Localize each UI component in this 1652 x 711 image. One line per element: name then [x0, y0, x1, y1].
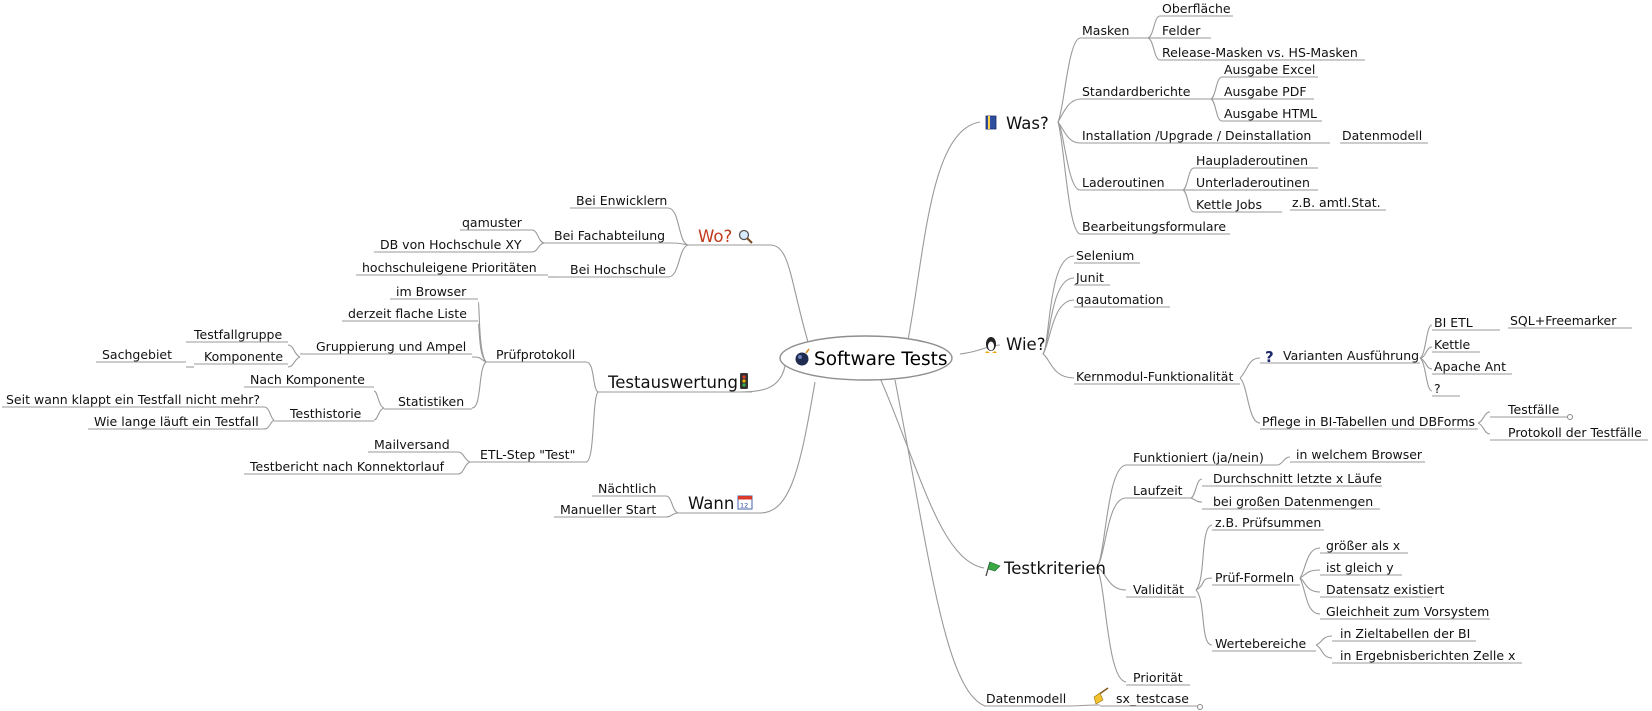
node-datenmodell-was: Datenmodell	[1342, 128, 1422, 143]
node-laufzeit: Laufzeit	[1133, 483, 1183, 498]
node-gleich-y: ist gleich y	[1326, 560, 1394, 575]
branch-testkriterien[interactable]: Testkriterien Funktioniert (ja/nein) in …	[985, 447, 1522, 686]
node-wie-lange: Wie lange läuft ein Testfall	[94, 414, 259, 429]
node-sql-freemarker: SQL+Freemarker	[1510, 313, 1617, 328]
node-laderoutinen: Laderoutinen	[1082, 175, 1165, 190]
branch-testauswertung[interactable]: Testauswertung Prüfprotokoll im Browser …	[2, 284, 752, 475]
node-komponente: Komponente	[204, 349, 283, 364]
branch-wann[interactable]: Wann 12 Nächtlich Manueller Start	[554, 481, 760, 518]
edges	[186, 15, 1491, 707]
node-amtl-stat: z.B. amtl.Stat.	[1292, 195, 1381, 210]
node-wo: Wo?	[698, 227, 732, 246]
node-ausgabe-html: Ausgabe HTML	[1224, 106, 1317, 121]
node-mailversand: Mailversand	[374, 437, 450, 452]
node-kernmodul: Kernmodul-Funktionalität	[1076, 369, 1233, 384]
node-ausgabe-pdf: Ausgabe PDF	[1224, 84, 1307, 99]
node-pflege: Pflege in BI-Tabellen und DBForms	[1262, 414, 1475, 429]
node-statistiken: Statistiken	[398, 394, 464, 409]
node-question: ?	[1434, 381, 1441, 396]
node-gleichheit-vorsystem: Gleichheit zum Vorsystem	[1326, 604, 1489, 619]
node-sachgebiet: Sachgebiet	[102, 347, 172, 362]
bomb-icon	[795, 348, 810, 366]
node-bearbeitungsformulare: Bearbeitungsformulare	[1082, 219, 1226, 234]
branch-wo[interactable]: Wo? Bei Enwicklern Bei Fachabteilung qam…	[356, 193, 770, 278]
node-datenmodell: Datenmodell	[986, 691, 1066, 706]
question-icon: ?	[1265, 348, 1274, 366]
node-junit: Junit	[1075, 270, 1104, 285]
node-wie: Wie?	[1006, 335, 1045, 354]
root-label: Software Tests	[814, 349, 948, 370]
node-pruefprotokoll: Prüfprotokoll	[496, 347, 575, 362]
node-etl-step: ETL-Step "Test"	[480, 447, 575, 462]
node-haupladeroutinen: Haupladeroutinen	[1196, 153, 1308, 168]
node-groesser-x: größer als x	[1326, 538, 1400, 553]
node-masken: Masken	[1082, 23, 1129, 38]
broom-icon	[1093, 687, 1109, 705]
node-testkriterien: Testkriterien	[1003, 559, 1106, 578]
flag-icon	[985, 561, 1001, 577]
node-installation: Installation /Upgrade / Deinstallation	[1082, 128, 1311, 143]
node-durchschnitt: Durchschnitt letzte x Läufe	[1213, 471, 1382, 486]
svg-text:12: 12	[740, 502, 748, 510]
node-selenium: Selenium	[1076, 248, 1134, 263]
node-was: Was?	[1006, 114, 1049, 133]
node-ergebnisberichten: in Ergebnisberichten Zelle x	[1340, 648, 1515, 663]
node-ausgabe-excel: Ausgabe Excel	[1224, 62, 1315, 77]
node-pruef-formeln: Prüf-Formeln	[1215, 570, 1294, 585]
node-kettle-jobs: Kettle Jobs	[1196, 197, 1262, 212]
node-datensatz-existiert: Datensatz existiert	[1326, 582, 1444, 597]
node-unterladeroutinen: Unterladeroutinen	[1196, 175, 1310, 190]
node-seit-wann: Seit wann klappt ein Testfall nicht mehr…	[6, 392, 260, 407]
node-oberflaeche: Oberfläche	[1162, 1, 1231, 16]
penguin-icon	[985, 337, 997, 353]
node-pruefsummen: z.B. Prüfsummen	[1215, 515, 1321, 530]
node-testhistorie: Testhistorie	[289, 406, 362, 421]
node-protokoll-testfaelle: Protokoll der Testfälle	[1508, 425, 1642, 440]
calendar-icon: 12	[737, 495, 753, 510]
branch-was[interactable]: Was? Masken Oberfläche Felder Release-Ma…	[985, 1, 1428, 235]
node-sx-testcase: sx_testcase	[1116, 691, 1189, 706]
branch-datenmodell[interactable]: Datenmodell sx_testcase	[984, 687, 1203, 710]
node-wertebereiche: Wertebereiche	[1215, 636, 1306, 651]
node-testfallgruppe: Testfallgruppe	[193, 327, 282, 342]
node-flache-liste: derzeit flache Liste	[348, 306, 467, 321]
node-bei-entwicklern: Bei Enwicklern	[576, 193, 667, 208]
node-naechtlich: Nächtlich	[598, 481, 656, 496]
node-qaautomation: qaautomation	[1076, 292, 1164, 307]
node-release-masken: Release-Masken vs. HS-Masken	[1162, 45, 1358, 60]
node-im-browser: im Browser	[396, 284, 467, 299]
node-standardberichte: Standardberichte	[1082, 84, 1191, 99]
node-testauswertung: Testauswertung	[607, 373, 738, 392]
node-welchem-browser: in welchem Browser	[1296, 447, 1423, 462]
node-nach-komponente: Nach Komponente	[250, 372, 365, 387]
node-qamuster: qamuster	[462, 215, 523, 230]
node-kettle: Kettle	[1434, 337, 1471, 352]
root-node[interactable]: Software Tests	[779, 335, 953, 381]
node-gruppierung: Gruppierung und Ampel	[316, 339, 466, 354]
node-zieltabellen: in Zieltabellen der BI	[1340, 626, 1470, 641]
traffic-light-icon	[740, 373, 748, 389]
node-testbericht: Testbericht nach Konnektorlauf	[249, 459, 445, 474]
node-prioritaet: Priorität	[1133, 670, 1183, 685]
node-varianten: Varianten Ausführung	[1283, 348, 1419, 363]
magnifier-icon	[738, 229, 753, 244]
node-funktioniert: Funktioniert (ja/nein)	[1133, 450, 1264, 465]
node-validitaet: Validität	[1133, 582, 1184, 597]
node-bei-hochschule: Bei Hochschule	[570, 262, 666, 277]
book-icon	[985, 115, 997, 130]
node-apache-ant: Apache Ant	[1434, 359, 1506, 374]
node-manueller-start: Manueller Start	[560, 502, 656, 517]
branch-wie[interactable]: Wie? Selenium Junit qaautomation Kernmod…	[985, 248, 1648, 441]
node-hochschuleigene: hochschuleigene Prioritäten	[362, 260, 537, 275]
node-felder: Felder	[1162, 23, 1201, 38]
node-bi-etl: BI ETL	[1434, 315, 1473, 330]
node-testfaelle: Testfälle	[1507, 402, 1560, 417]
node-bei-fachabteilung: Bei Fachabteilung	[554, 228, 665, 243]
node-db-hochschule: DB von Hochschule XY	[380, 237, 522, 252]
node-grossen-datenmengen: bei großen Datenmengen	[1213, 494, 1373, 509]
node-wann: Wann	[688, 494, 734, 513]
